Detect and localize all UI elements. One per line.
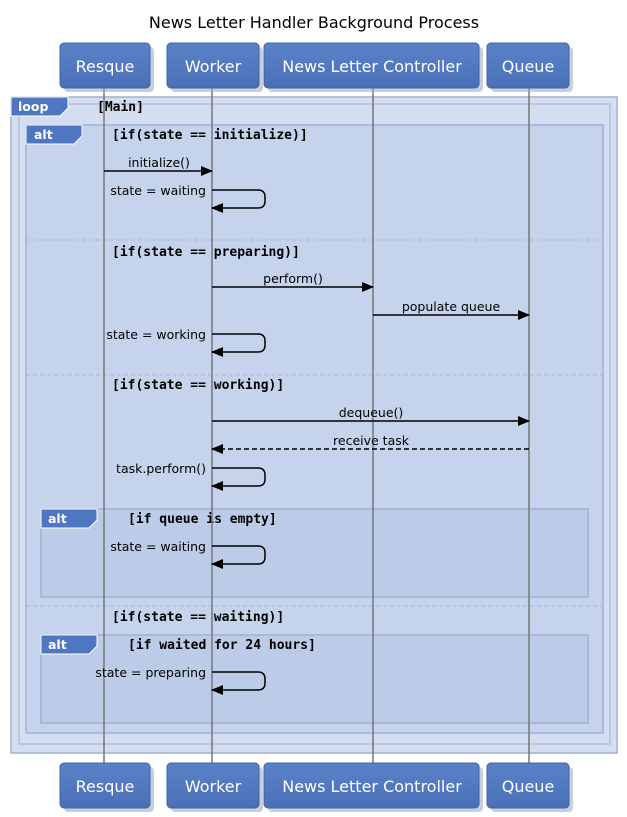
alt-waited-guard: [if waited for 24 hours] [128,638,316,653]
participant-resque-bottom: Resque [59,762,154,812]
message-label: populate queue [402,299,501,314]
participant-label: Resque [76,777,135,796]
participant-label: Worker [185,57,242,76]
self-message-state-waiting: state = waiting [110,183,266,213]
message-label: task.perform() [116,461,206,476]
participant-label: Worker [185,777,242,796]
participant-label: Queue [502,777,555,796]
self-message-state-waiting-2: state = waiting [110,539,266,569]
alt-queue-empty-tag: alt [48,511,67,526]
message-populate-queue: populate queue [373,299,530,320]
participant-label: Resque [76,57,135,76]
alt-main-tag: alt [34,127,53,142]
message-label: receive task [333,433,410,448]
guard-initialize: [if(state == initialize)] [112,128,308,143]
guard-working: [if(state == working)] [112,378,284,393]
alt-main-frame: alt [25,124,604,734]
message-dequeue: dequeue() [212,405,530,426]
diagram-title: News Letter Handler Background Process [149,13,479,32]
message-label: perform() [263,271,323,286]
message-label: state = working [106,327,206,342]
guard-preparing: [if(state == preparing)] [112,245,300,260]
participant-label: News Letter Controller [282,57,462,76]
alt-main-tag-shape [25,124,83,145]
loop-tag-shape [10,96,69,117]
message-label: initialize() [128,155,190,170]
self-message-task-perform: task.perform() [116,461,266,491]
alt-waited-tag-shape [40,634,98,655]
loop-tag: loop [18,99,48,114]
participant-worker-bottom: Worker [166,762,263,812]
participant-worker: Worker [166,42,263,92]
participant-controller: News Letter Controller [263,42,483,92]
self-message-state-preparing: state = preparing [95,665,266,695]
message-label: dequeue() [339,405,404,420]
alt-queue-empty-guard: [if queue is empty] [128,512,277,527]
message-receive-task: receive task [211,433,529,454]
participant-queue-bottom: Queue [486,762,573,812]
message-perform: perform() [212,271,374,292]
participant-resque: Resque [59,42,154,92]
alt-waited-tag: alt [48,637,67,652]
participant-queue: Queue [486,42,573,92]
participant-label: News Letter Controller [282,777,462,796]
loop-guard: [Main] [97,100,144,115]
message-initialize: initialize() [104,155,213,176]
alt-queue-empty-frame: alt [if queue is empty] [40,508,589,598]
alt-waited-frame: alt [if waited for 24 hours] [40,634,589,724]
participant-controller-bottom: News Letter Controller [263,762,483,812]
lifelines [103,88,530,764]
self-message-state-working: state = working [106,327,266,357]
alt-queue-empty-tag-shape [40,508,98,529]
participants-bottom: Resque Worker News Letter Controller Que… [59,762,573,812]
guard-waiting: [if(state == waiting)] [112,610,284,625]
message-label: state = waiting [110,183,206,198]
participants-top: Resque Worker News Letter Controller Que… [59,42,573,92]
participant-label: Queue [502,57,555,76]
message-label: state = preparing [95,665,206,680]
message-label: state = waiting [110,539,206,554]
